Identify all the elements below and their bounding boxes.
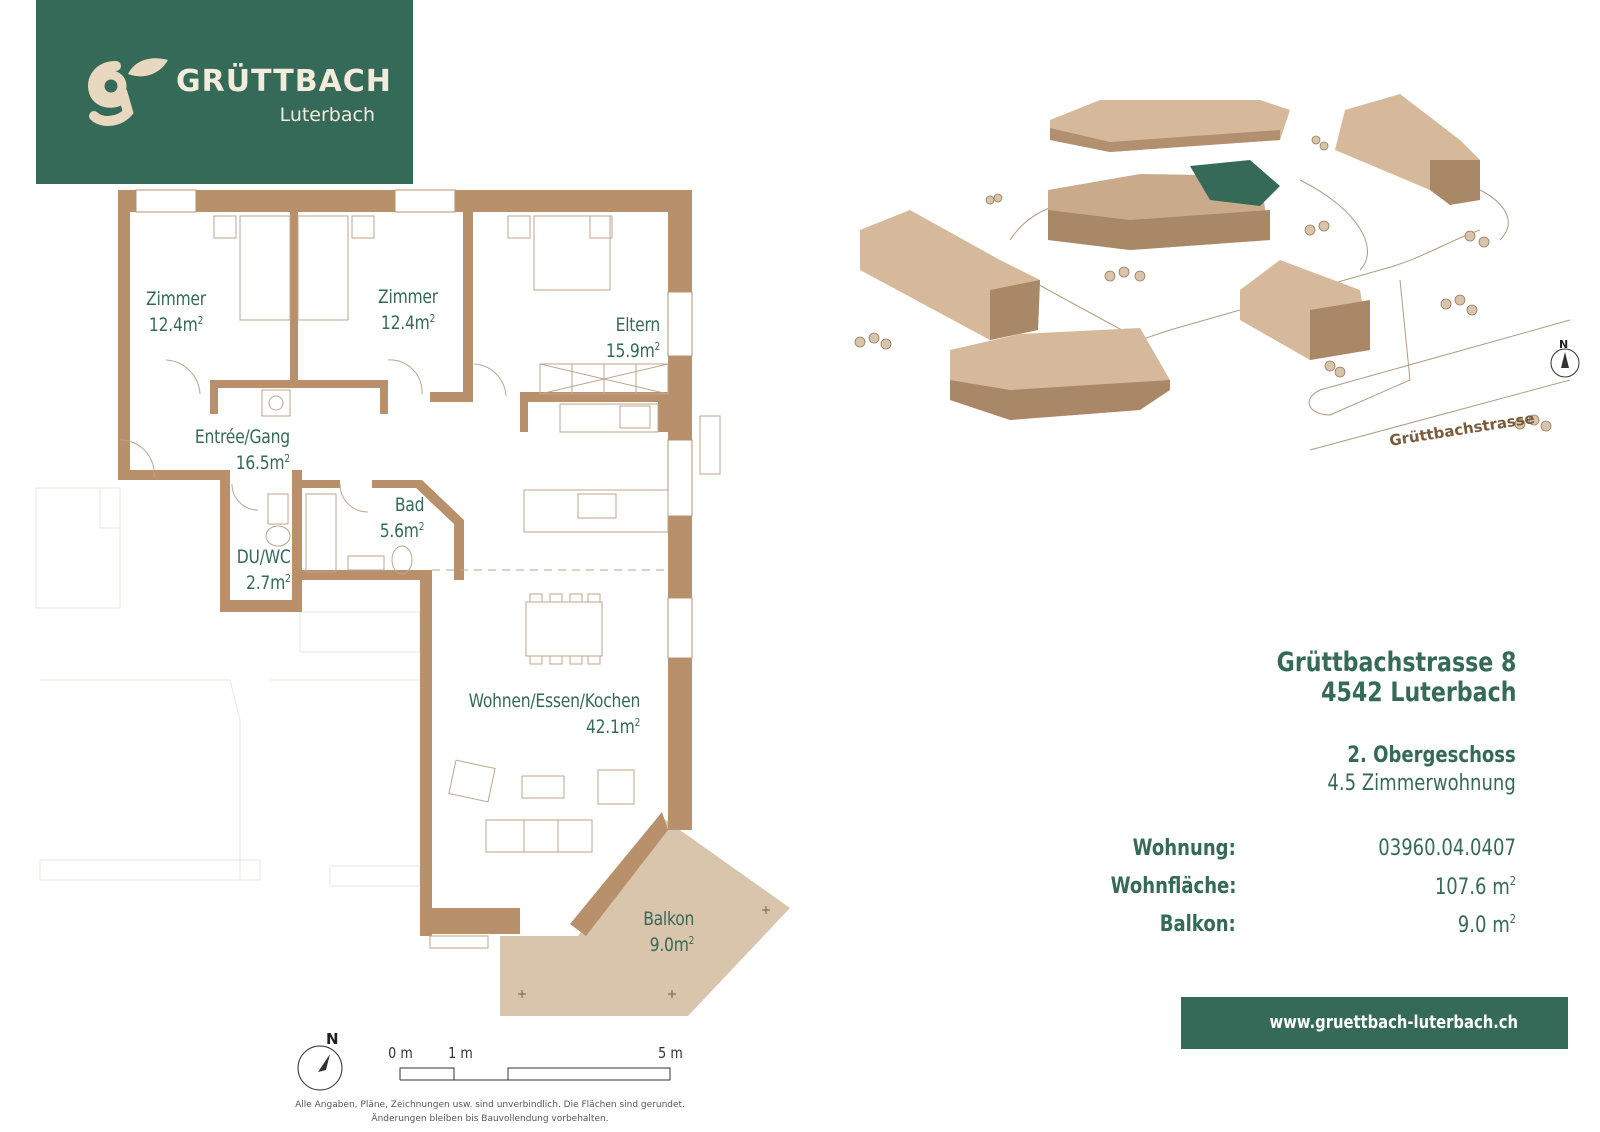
website-link[interactable]: www.gruettbach-luterbach.ch bbox=[1269, 1012, 1518, 1033]
balcony-marks bbox=[518, 906, 770, 998]
compass-icon bbox=[297, 1045, 343, 1091]
site-compass-icon bbox=[1550, 348, 1580, 378]
room-du-wc: DU/WC 2.7m2 bbox=[236, 546, 290, 594]
room-eltern: Eltern 15.9m2 bbox=[605, 314, 660, 362]
wohnflaeche-value: 107.6 m2 bbox=[1434, 874, 1516, 900]
disclaimer: Alle Angaben, Pläne, Zeichnungen usw. si… bbox=[295, 1100, 685, 1124]
scale-label-0: 0 m bbox=[388, 1044, 413, 1062]
scale-label-5: 5 m bbox=[658, 1044, 683, 1062]
brand-name: GRÜTTBACH bbox=[176, 64, 392, 99]
wohnflaeche-label: Wohnfläche: bbox=[1110, 874, 1236, 899]
balkon-label: Balkon: bbox=[1159, 912, 1236, 937]
site-paths bbox=[1009, 179, 1571, 451]
website-box[interactable]: www.gruettbach-luterbach.ch bbox=[1181, 997, 1568, 1049]
north-label: N bbox=[326, 1030, 339, 1048]
floor-plan bbox=[35, 189, 790, 1091]
room-balkon: Balkon 9.0m2 bbox=[643, 908, 694, 956]
wohnung-value: 03960.04.0407 bbox=[1378, 836, 1516, 861]
site-north-label: N bbox=[1559, 338, 1569, 351]
room-zimmer-2: Zimmer 12.4m2 bbox=[378, 286, 438, 334]
balkon-value: 9.0 m2 bbox=[1457, 912, 1516, 938]
room-entree-gang: Entrée/Gang 16.5m2 bbox=[195, 426, 290, 474]
wohnung-label: Wohnung: bbox=[1132, 836, 1236, 861]
unit-info: 2. Obergeschoss 4.5 Zimmerwohnung bbox=[1327, 743, 1516, 796]
furniture bbox=[119, 215, 721, 949]
room-wohnen-essen-kochen: Wohnen/Essen/Kochen 42.1m2 bbox=[468, 690, 641, 738]
room-bad: Bad 5.6m2 bbox=[379, 494, 425, 542]
room-zimmer-1: Zimmer 12.4m2 bbox=[146, 288, 206, 336]
windows bbox=[135, 189, 693, 659]
site-plan bbox=[854, 94, 1580, 451]
scale-bar bbox=[399, 1067, 671, 1081]
address: Grüttbachstrasse 8 4542 Luterbach bbox=[1276, 647, 1516, 708]
brand-location: Luterbach bbox=[279, 104, 375, 126]
scale-label-1: 1 m bbox=[448, 1044, 473, 1062]
logo-box: GRÜTTBACH Luterbach bbox=[36, 0, 413, 184]
balcony-floor bbox=[500, 818, 790, 1016]
g-leaf-logo-icon bbox=[88, 58, 168, 126]
site-trees bbox=[854, 135, 1552, 432]
site-buildings bbox=[860, 94, 1480, 420]
